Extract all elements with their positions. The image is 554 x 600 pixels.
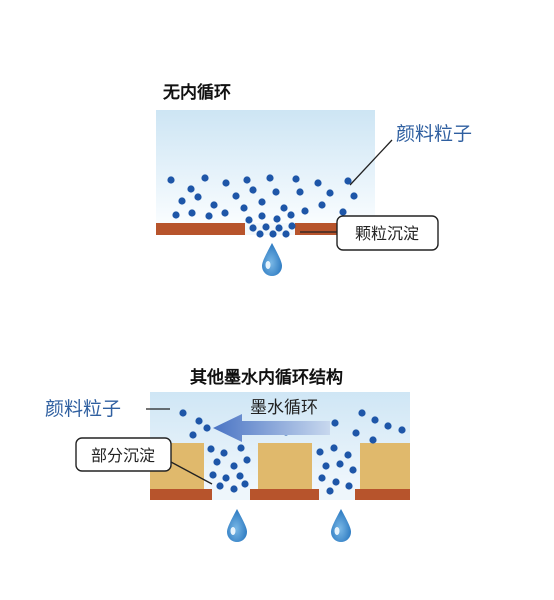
- pigment-particle: [330, 444, 338, 452]
- pigment-particle: [316, 448, 324, 456]
- pigment-particle: [222, 179, 230, 187]
- bottom-panel: 其他墨水内循环结构 墨水循环 颜料粒子 部分沉淀: [45, 367, 410, 542]
- pigment-particle: [201, 174, 209, 182]
- pigment-particles: [179, 409, 406, 495]
- pigment-particle: [384, 422, 392, 430]
- pigment-particle: [209, 471, 217, 479]
- pigment-particle: [213, 458, 221, 466]
- pigment-particle: [288, 222, 296, 230]
- pigment-particle: [358, 409, 366, 417]
- droplet-icon: [227, 509, 247, 542]
- pigment-particle: [220, 449, 228, 457]
- pigment-particle: [332, 478, 340, 486]
- droplet-icon: [262, 243, 282, 276]
- pigment-particle: [243, 176, 251, 184]
- pigment-particle: [266, 174, 274, 182]
- pigment-particle: [336, 460, 344, 468]
- nozzle-plate: [150, 489, 410, 500]
- pigment-particle: [344, 451, 352, 459]
- partial-settling-label: 部分沉淀: [91, 446, 155, 465]
- pigment-particle: [187, 185, 195, 193]
- pigment-particle: [240, 204, 248, 212]
- pigment-particle: [179, 409, 187, 417]
- pigment-particle: [203, 424, 211, 432]
- pigment-particle: [345, 482, 353, 490]
- pigment-particle: [314, 179, 322, 187]
- pigment-particle: [272, 188, 280, 196]
- pigment-particle-label: 颜料粒子: [45, 398, 121, 420]
- pigment-particles: [167, 174, 358, 238]
- pigment-particle: [230, 462, 238, 470]
- pigment-particle: [287, 211, 295, 219]
- pigment-leader-line: [349, 139, 393, 186]
- pigment-particle: [210, 201, 218, 209]
- partial-settling-callout: 部分沉淀: [75, 437, 213, 485]
- top-panel: 无内循环 颜料粒子 颗粒沉淀: [156, 82, 472, 276]
- pigment-particle: [369, 436, 377, 444]
- pigment-particle: [331, 419, 339, 427]
- pigment-particle: [205, 212, 213, 220]
- pigment-particle: [189, 431, 197, 439]
- pigment-particle: [236, 472, 244, 480]
- droplet-icon: [331, 509, 351, 542]
- pigment-particle: [296, 188, 304, 196]
- pigment-particle: [194, 193, 202, 201]
- pigment-particle: [318, 201, 326, 209]
- pigment-particle: [232, 192, 240, 200]
- pigment-particle: [237, 444, 245, 452]
- pigment-particle: [350, 192, 358, 200]
- pigment-particle: [371, 416, 379, 424]
- pigment-particle: [339, 208, 347, 216]
- pigment-particle: [222, 474, 230, 482]
- pigment-particle: [243, 456, 251, 464]
- pigment-particle-label: 颜料粒子: [396, 123, 472, 145]
- pigment-particle: [230, 485, 238, 493]
- pigment-particle: [273, 215, 281, 223]
- pigment-particle: [221, 209, 229, 217]
- ink-circulation-label: 墨水循环: [250, 398, 318, 418]
- pigment-particle: [322, 462, 330, 470]
- pigment-particle: [326, 189, 334, 197]
- pigment-particle: [398, 426, 406, 434]
- pigment-particle: [256, 230, 264, 238]
- pigment-particle: [292, 175, 300, 183]
- pigment-particle: [275, 224, 283, 232]
- bottom-panel-title: 其他墨水内循环结构: [190, 367, 343, 388]
- pigment-particle: [207, 445, 215, 453]
- top-panel-title: 无内循环: [162, 82, 231, 103]
- pigment-particle: [318, 474, 326, 482]
- pigment-particle: [249, 224, 257, 232]
- pigment-particle: [269, 230, 277, 238]
- pigment-particle: [245, 216, 253, 224]
- pigment-particle: [188, 209, 196, 217]
- pigment-particle: [326, 487, 334, 495]
- pigment-particle: [241, 480, 249, 488]
- pigment-particle: [280, 204, 288, 212]
- pigment-particle: [352, 429, 360, 437]
- pigment-particle: [301, 207, 309, 215]
- channel-walls: [150, 443, 410, 490]
- nozzle-opening: [319, 489, 355, 500]
- settling-label: 颗粒沉淀: [355, 224, 419, 243]
- pigment-particle: [258, 212, 266, 220]
- arrow-left-icon: [213, 414, 330, 442]
- pigment-particle: [195, 417, 203, 425]
- pigment-particle: [258, 198, 266, 206]
- pigment-particle: [216, 482, 224, 490]
- pigment-particle: [172, 211, 180, 219]
- pigment-particle: [349, 466, 357, 474]
- pigment-particle: [178, 197, 186, 205]
- particle-settling-callout: 颗粒沉淀: [300, 215, 439, 251]
- ink-chamber: [156, 110, 375, 225]
- nozzle-opening: [212, 489, 250, 500]
- pigment-particle: [167, 176, 175, 184]
- pigment-particle: [344, 177, 352, 185]
- pigment-particle: [249, 186, 257, 194]
- pigment-particle: [282, 230, 290, 238]
- pigment-particle: [262, 223, 270, 231]
